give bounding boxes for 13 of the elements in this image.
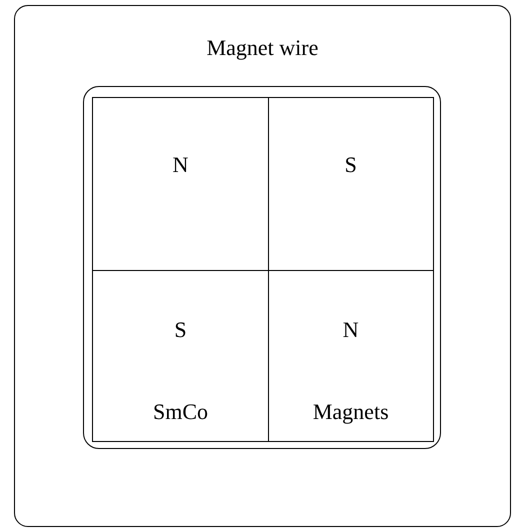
grid-cell (92, 97, 269, 271)
inner-frame (83, 86, 441, 449)
pole-label: S (344, 152, 357, 178)
pole-label: N (342, 316, 359, 342)
cell-caption: Magnets (312, 398, 389, 424)
grid-cell (268, 270, 434, 442)
grid-cell (268, 97, 434, 271)
outer-frame (14, 5, 511, 527)
cell-caption: SmCo (152, 398, 208, 424)
frame-heading: Magnet wire (206, 35, 318, 61)
grid-cell (92, 270, 269, 442)
pole-label: S (174, 316, 187, 342)
pole-label: N (172, 152, 188, 178)
